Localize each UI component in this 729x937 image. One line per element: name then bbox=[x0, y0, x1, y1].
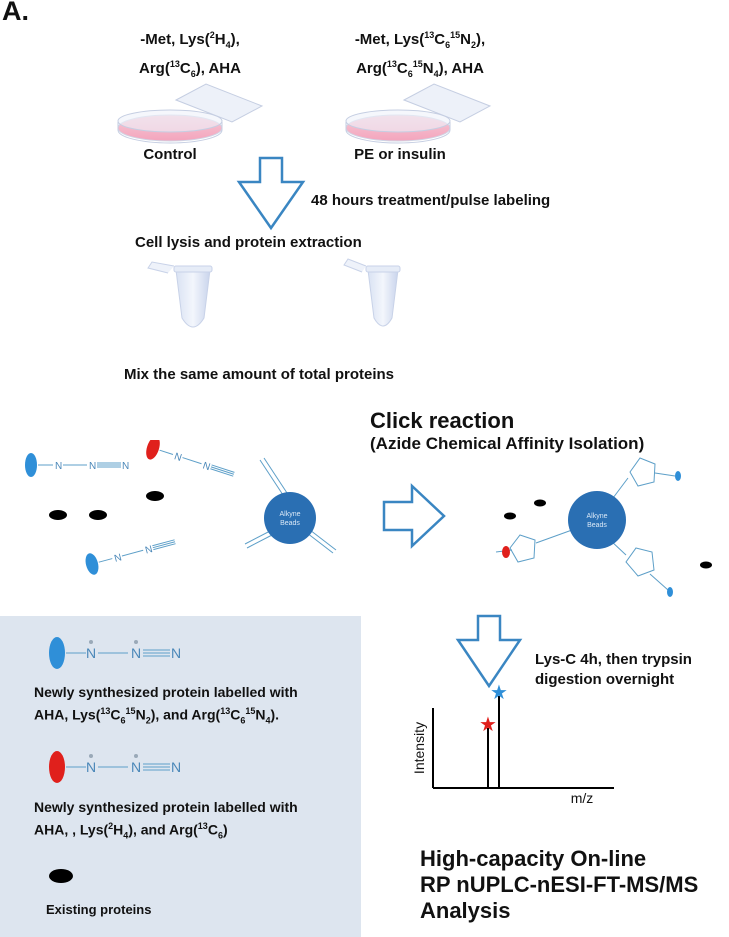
svg-text:Beads: Beads bbox=[280, 520, 300, 527]
svg-text:N: N bbox=[131, 759, 141, 775]
svg-text:Beads: Beads bbox=[587, 522, 607, 529]
medium-left-label: -Met, Lys(2H4), Arg(13C6), AHA bbox=[139, 30, 241, 79]
red-labelled-protein: N N N bbox=[49, 751, 181, 783]
ms-illustration: ★ ★ Intensity m/z bbox=[411, 614, 614, 806]
mix-step-label: Mix the same amount of total proteins bbox=[124, 366, 395, 383]
svg-text:N: N bbox=[55, 461, 62, 472]
down-arrow-icon bbox=[236, 156, 306, 231]
svg-text:Alkyne: Alkyne bbox=[279, 511, 300, 518]
panel-label: A. bbox=[2, 0, 29, 26]
existing-protein bbox=[89, 510, 107, 520]
existing-protein bbox=[504, 512, 516, 520]
svg-text:N: N bbox=[144, 544, 154, 556]
legend-black-text: Existing proteins bbox=[46, 902, 152, 917]
svg-text:N: N bbox=[171, 645, 181, 661]
svg-text:N: N bbox=[89, 461, 96, 472]
control-label: Control bbox=[143, 146, 197, 163]
existing-protein bbox=[146, 491, 164, 501]
blue-star-icon: ★ bbox=[490, 682, 508, 704]
alkyne-beads: Alkyne Beads bbox=[244, 457, 337, 554]
down-arrow-icon bbox=[455, 614, 523, 689]
svg-text:N: N bbox=[86, 759, 96, 775]
culture-dish-control bbox=[117, 83, 264, 144]
lysis-step-label: Cell lysis and protein extraction bbox=[135, 234, 362, 251]
spectrum-x-label: m/z bbox=[571, 790, 594, 806]
treatment-label: PE or insulin bbox=[354, 146, 446, 163]
existing-protein bbox=[49, 510, 67, 520]
bead-bound-proteins: Alkyne Beads bbox=[495, 457, 681, 597]
svg-text:N: N bbox=[201, 461, 211, 474]
svg-text:N: N bbox=[122, 461, 129, 472]
legend-red-text: Newly synthesized protein labelled with … bbox=[34, 799, 298, 841]
click-reaction-subtitle: (Azide Chemical Affinity Isolation) bbox=[370, 434, 645, 453]
existing-protein bbox=[700, 561, 712, 569]
legend-panel: N N N N N N Newly synthesized protein la… bbox=[0, 616, 361, 937]
right-arrow-icon bbox=[382, 483, 446, 549]
tube-icon bbox=[147, 261, 213, 328]
svg-text:N: N bbox=[131, 645, 141, 661]
blue-labelled-protein: N N N bbox=[49, 637, 181, 669]
spectrum-y-label: Intensity bbox=[411, 722, 427, 774]
svg-text:N: N bbox=[171, 759, 181, 775]
blue-labelled-protein: N N N bbox=[25, 453, 129, 477]
culture-illustration bbox=[117, 83, 492, 328]
svg-text:N: N bbox=[86, 645, 96, 661]
blue-labelled-protein: N N bbox=[85, 539, 176, 575]
svg-text:N: N bbox=[173, 451, 183, 464]
svg-text:Alkyne: Alkyne bbox=[586, 513, 607, 520]
existing-protein bbox=[49, 869, 73, 883]
tube-icon bbox=[343, 258, 401, 327]
culture-dish-treatment bbox=[345, 83, 492, 144]
medium-right-label: -Met, Lys(13C615N2), Arg(13C615N4), AHA bbox=[354, 30, 486, 79]
treatment-step-label: 48 hours treatment/pulse labeling bbox=[311, 192, 551, 209]
svg-text:N: N bbox=[113, 552, 123, 564]
existing-protein bbox=[534, 499, 546, 507]
click-reaction-illustration: N N N N N N N Alkyne Beads bbox=[25, 440, 712, 597]
analysis-label: High-capacity On-line RP nUPLC-nESI-FT-M… bbox=[420, 846, 699, 923]
red-star-icon: ★ bbox=[479, 714, 497, 736]
legend-blue-text: Newly synthesized protein labelled with … bbox=[34, 684, 298, 726]
digestion-label: Lys-C 4h, then trypsin digestion overnig… bbox=[535, 651, 692, 688]
red-labelled-protein: N N bbox=[146, 440, 235, 477]
click-reaction-title: Click reaction bbox=[370, 408, 515, 433]
